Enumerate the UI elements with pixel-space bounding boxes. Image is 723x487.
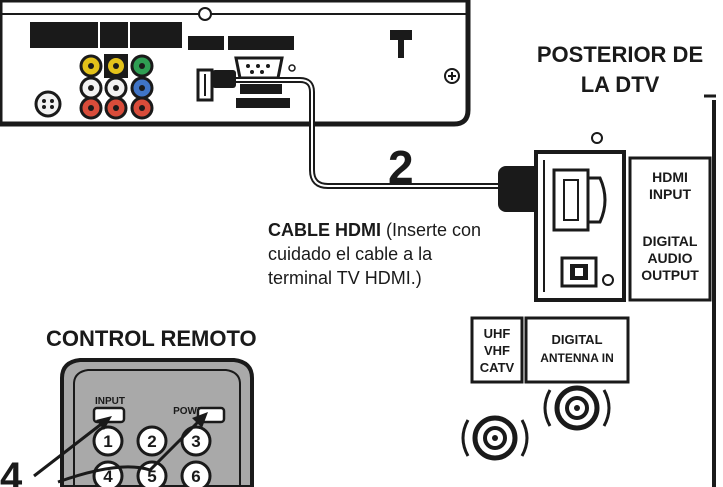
number-key-2[interactable]: 2 — [136, 425, 168, 457]
number-key-3[interactable]: 3 — [180, 425, 212, 457]
step-two-number: 2 — [388, 141, 414, 193]
number-key-1[interactable]: 1 — [92, 425, 124, 457]
label-block — [228, 36, 294, 50]
number-key-6[interactable]: 6 — [180, 460, 212, 487]
number-key-button[interactable] — [180, 425, 212, 457]
number-key-button[interactable] — [136, 425, 168, 457]
label-block — [100, 22, 128, 48]
hdmi-cable-title: CABLE HDMI — [268, 220, 381, 240]
arrow-to-input — [33, 420, 105, 478]
uhf-label-frame — [470, 316, 524, 384]
dtv-back-caption-line2: LA DTV — [580, 72, 660, 97]
number-key-label: 4 — [103, 467, 113, 486]
number-key-button[interactable] — [180, 460, 212, 487]
optical-audio-port — [560, 256, 598, 288]
uhf-label: UHF — [484, 326, 511, 341]
number-key-5[interactable]: 5 — [136, 460, 168, 487]
label-block — [188, 36, 224, 50]
hdmi-input-label-line1: HDMI — [652, 169, 688, 185]
digital-audio-label-line2: AUDIO — [647, 250, 692, 266]
number-key-label: 2 — [147, 432, 156, 451]
jack-label-frame — [628, 156, 712, 302]
s-video-jack — [34, 90, 62, 118]
indicator-dot — [591, 132, 603, 144]
digital-audio-label-line1: DIGITAL — [643, 233, 698, 249]
indicator-dot — [602, 274, 614, 286]
label-block — [30, 22, 98, 48]
remote-control-caption: CONTROL REMOTO — [46, 326, 257, 351]
dtv-back-caption: POSTERIOR DE LA DTV — [530, 40, 710, 100]
serial-port — [234, 56, 284, 80]
indicator-dot — [288, 64, 296, 72]
step-four-arrows — [33, 412, 208, 484]
input-key-label: INPUT — [95, 396, 125, 407]
number-key-label: 3 — [191, 432, 200, 451]
label-block — [236, 98, 290, 108]
dtv-back-caption-line1: POSTERIOR DE — [536, 42, 704, 67]
coax-connector-analog — [461, 415, 529, 461]
input-key[interactable] — [92, 406, 126, 424]
arrow-head-icon — [96, 416, 112, 430]
number-keypad: 1 2 3 4 5 6 — [92, 425, 212, 487]
number-key-label: 6 — [191, 467, 200, 486]
screw-icon — [198, 7, 212, 21]
hdmi-cable-caption: CABLE HDMI (Inserte con cuidado el cable… — [268, 218, 498, 290]
antenna-label-line2: ANTENNA IN — [540, 351, 614, 365]
box-outline — [0, 0, 471, 127]
remote-control: INPUT POWER 1 2 3 4 5 6 — [60, 358, 254, 487]
dtv-back-panel: HDMI INPUT DIGITAL AUDIO OUTPUT UHF VHF … — [461, 94, 716, 487]
antenna-label-frame — [524, 316, 630, 384]
antenna-label-line1: DIGITAL — [551, 332, 602, 347]
hdmi-cable-instruction: (Inserte con cuidado el cable a la termi… — [268, 220, 482, 288]
hdmi-input-label-line2: INPUT — [649, 186, 691, 202]
digital-audio-label-line3: OUTPUT — [641, 267, 699, 283]
number-key-button[interactable] — [92, 425, 124, 457]
power-key-label: POWER — [173, 406, 212, 417]
number-key-4[interactable]: 4 — [92, 460, 124, 487]
number-key-label: 5 — [147, 467, 156, 486]
step-four-number: 4 — [0, 455, 23, 487]
set-top-box — [0, 0, 471, 127]
small-port — [240, 84, 282, 94]
catv-label: CATV — [480, 360, 515, 375]
vhf-label: VHF — [484, 343, 510, 358]
bracket-icon — [390, 30, 412, 58]
arrow-head-icon — [192, 412, 208, 428]
hdmi-plug-small — [212, 70, 236, 88]
arrow-to-power — [57, 418, 202, 484]
label-block — [130, 22, 182, 48]
coax-connector-digital — [543, 385, 611, 431]
number-key-label: 1 — [103, 432, 112, 451]
